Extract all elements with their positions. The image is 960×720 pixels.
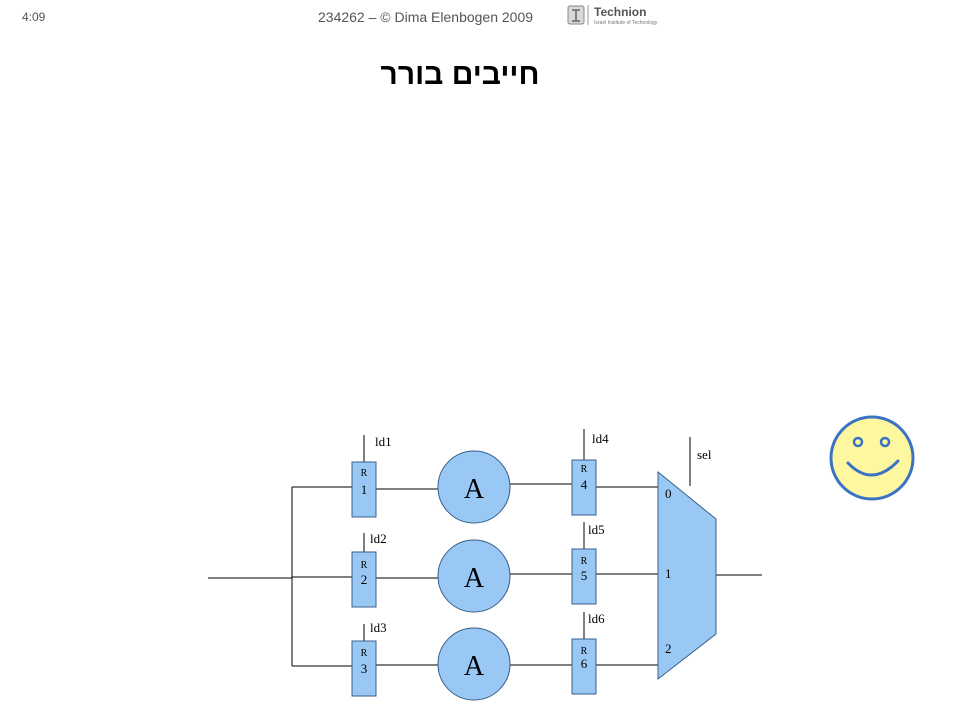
multiplexer: 0 1 2	[657, 470, 717, 681]
technion-logo-icon: Technion Israel Institute of Technology	[567, 5, 658, 26]
unit-a-1: A	[437, 450, 511, 524]
load-label-ld6: ld6	[588, 611, 605, 626]
technion-emblem	[567, 5, 585, 25]
slide-title: חייבים בורר	[380, 58, 540, 91]
load-label-ld1: ld1	[375, 434, 392, 449]
circuit-wires	[208, 429, 762, 667]
unit-a-3: A	[437, 627, 511, 701]
unit-a-2-label: A	[464, 563, 485, 594]
mux-input-2-label: 2	[665, 641, 672, 656]
slide-header: 234262 – © Dima Elenbogen 2009	[318, 9, 534, 25]
unit-a-1-label: A	[464, 474, 485, 505]
register-r1-prefix: R	[361, 468, 368, 479]
register-r4-number: 4	[581, 477, 588, 492]
circuit-diagram: R 1 R 2 R 3 R 4 R 5 R 6 ld1 ld2 ld3 ld4 …	[208, 429, 762, 701]
logo-text: Technion	[594, 5, 646, 19]
mux-select-label: sel	[697, 447, 712, 462]
register-r1-number: 1	[361, 482, 368, 497]
register-r5: R 5	[571, 548, 597, 605]
load-label-ld3: ld3	[370, 620, 387, 635]
logo-subtext: Israel Institute of Technology	[594, 20, 658, 26]
register-r3: R 3	[351, 640, 377, 697]
slide-time: 4:09	[22, 10, 46, 24]
register-r6-prefix: R	[581, 646, 588, 657]
load-label-ld2: ld2	[370, 531, 387, 546]
register-r3-number: 3	[361, 661, 368, 676]
mux-input-1-label: 1	[665, 566, 672, 581]
mux-input-0-label: 0	[665, 486, 672, 501]
smiley-face-icon	[829, 415, 915, 501]
register-r1: R 1	[351, 461, 377, 518]
register-r4: R 4	[571, 459, 597, 516]
register-r2-number: 2	[361, 572, 368, 587]
load-label-ld4: ld4	[592, 431, 609, 446]
register-r6: R 6	[571, 638, 597, 695]
register-r6-number: 6	[581, 656, 588, 671]
register-r3-prefix: R	[361, 648, 368, 659]
register-r5-number: 5	[581, 568, 588, 583]
register-r2-prefix: R	[361, 560, 368, 571]
register-r5-prefix: R	[581, 556, 588, 567]
unit-a-3-label: A	[464, 651, 485, 682]
unit-a-2: A	[437, 539, 511, 613]
register-r2: R 2	[351, 551, 377, 608]
load-label-ld5: ld5	[588, 522, 605, 537]
register-r4-prefix: R	[581, 464, 588, 475]
